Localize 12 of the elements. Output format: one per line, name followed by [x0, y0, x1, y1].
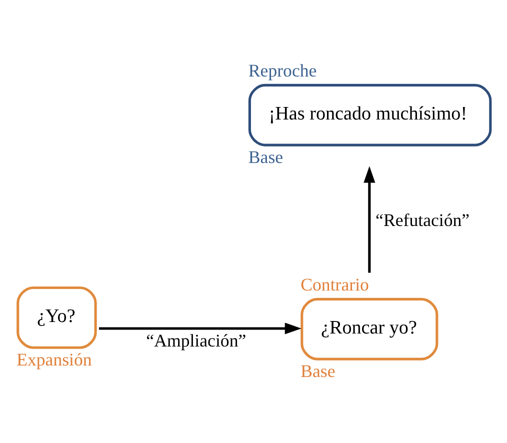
node-box: ¿Roncar yo? — [300, 298, 438, 360]
arrow — [98, 322, 302, 334]
node-label: Base — [300, 361, 336, 382]
node-label: Base — [248, 147, 284, 168]
node-label: Reproche — [248, 60, 317, 81]
edge-label: “Refutación” — [376, 210, 470, 230]
edge-label: “Ampliación” — [146, 330, 246, 351]
node-box: ¿Yo? — [16, 286, 97, 349]
node-box: ¡Has roncado muchísimo! — [248, 84, 492, 146]
arrow — [364, 166, 376, 273]
node-label: Contrario — [300, 274, 369, 295]
node-label: Expansión — [16, 350, 92, 370]
